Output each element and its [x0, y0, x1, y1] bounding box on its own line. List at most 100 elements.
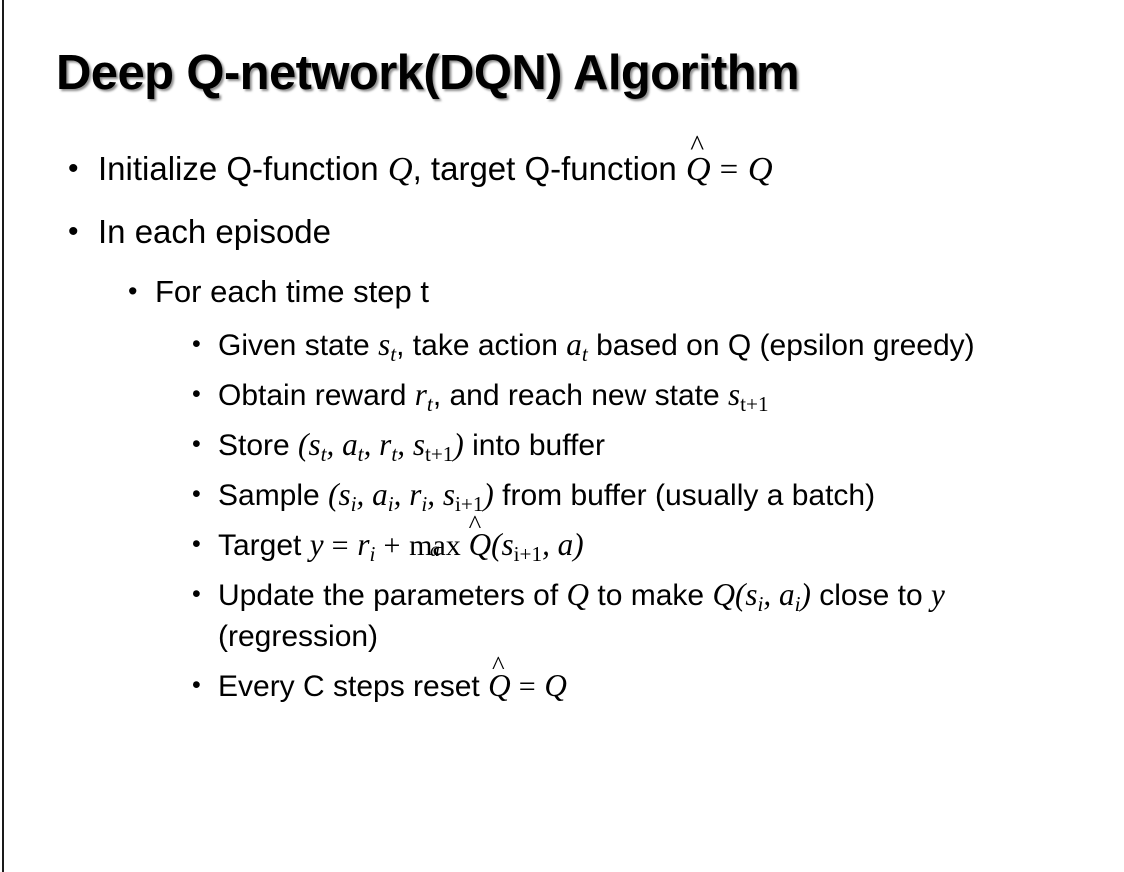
math-subscript-t-plus-1: t+1	[424, 441, 454, 466]
bullet-marker-icon: •	[192, 530, 201, 558]
math-subscript-t: t	[391, 441, 398, 466]
math-var-a: at	[566, 327, 588, 365]
math-var-s-next: si+1	[442, 477, 484, 515]
math-subscript-t: t	[320, 441, 327, 466]
math-var-s: st	[308, 427, 326, 465]
slide-left-edge-rule	[2, 0, 4, 872]
math-paren-open: (	[298, 427, 309, 462]
math-subscript-i: i	[794, 591, 801, 616]
bullet-marker-icon: •	[192, 430, 201, 458]
hat-accent-icon: ^	[468, 508, 482, 539]
text-segment: Given state	[218, 329, 379, 362]
bullet-given-state: • Given state st, take action at based o…	[0, 324, 1124, 366]
math-var-a: at	[342, 427, 364, 465]
text-segment: Sample	[218, 479, 329, 512]
math-var-r-base: r	[414, 377, 427, 412]
math-equals-glyph: =	[719, 152, 739, 188]
math-var-s-next: st+1	[728, 377, 769, 415]
math-var-q: Q	[566, 577, 590, 612]
math-comma: ,	[763, 577, 780, 612]
text-segment: , and reach new state	[432, 379, 728, 412]
text-segment: close to	[810, 579, 931, 612]
math-var-a-base: a	[779, 577, 795, 612]
math-paren-close: )	[453, 427, 464, 462]
text-segment: Initialize Q-function	[98, 150, 388, 187]
math-equals: =	[711, 152, 748, 188]
math-max-subscript-a: a	[429, 539, 440, 562]
bullet-marker-icon: •	[192, 580, 201, 608]
math-var-q-base: Q	[685, 150, 711, 188]
math-var-r-base: r	[409, 477, 422, 512]
math-var-q-hat: ^Q	[685, 132, 711, 192]
bullet-update-parameters: • Update the parameters of Q to make Q(s…	[0, 574, 1124, 657]
math-equals: =	[324, 529, 358, 562]
text-segment: from buffer (usually a batch)	[493, 479, 876, 512]
bullet-update-parameters-text: Update the parameters of Q to make Q(si,…	[218, 574, 1098, 657]
math-plus: +	[375, 529, 409, 562]
text-segment: based on Q (epsilon greedy)	[587, 329, 975, 362]
bullet-initialize-q-function: • Initialize Q-function Q, target Q-func…	[0, 132, 1124, 193]
math-subscript-i-plus-1: i+1	[513, 541, 543, 566]
bullet-given-state-text: Given state st, take action at based on …	[218, 324, 1098, 366]
math-comma: ,	[356, 477, 373, 512]
bullet-obtain-reward: • Obtain reward rt, and reach new state …	[0, 374, 1124, 416]
math-equals-glyph: =	[331, 529, 350, 562]
math-comma: ,	[542, 527, 558, 562]
bullet-marker-icon: •	[192, 380, 201, 408]
math-var-s-base: s	[501, 527, 514, 562]
math-var-q: Q	[544, 668, 567, 703]
math-subscript-t-plus-1: t+1	[740, 391, 769, 416]
math-var-a: ai	[372, 477, 394, 515]
bullet-marker-icon: •	[192, 330, 201, 358]
bullet-every-c-steps-reset: • Every C steps reset ^Q = Q	[0, 651, 1124, 707]
math-subscript-t: t	[357, 441, 364, 466]
math-var-q-base: Q	[468, 527, 492, 562]
math-equals-glyph: =	[518, 670, 537, 703]
text-segment: , take action	[396, 329, 567, 362]
math-var-s-base: s	[338, 477, 351, 512]
math-var-a-base: a	[372, 477, 388, 512]
math-paren-close: )	[800, 577, 811, 612]
math-var-a-base: a	[566, 327, 582, 362]
math-comma: ,	[393, 477, 410, 512]
bullet-sample-batch-text: Sample (si, ai, ri, si+1) from buffer (u…	[218, 474, 1098, 516]
math-var-r: rt	[414, 377, 433, 415]
math-paren-open: (	[734, 577, 746, 612]
math-var-q-base: Q	[488, 668, 511, 703]
bullet-store-transition: • Store (st, at, rt, st+1) into buffer	[0, 424, 1124, 466]
math-subscript-i: i	[757, 591, 764, 616]
math-comma: ,	[326, 427, 343, 462]
bullet-for-each-time-step: • For each time step t	[0, 270, 1124, 313]
text-segment: Every C steps reset	[218, 670, 489, 703]
text-segment: to make	[589, 579, 713, 612]
bullet-marker-icon: •	[68, 152, 79, 185]
math-comma: ,	[363, 427, 380, 462]
bullet-marker-icon: •	[192, 671, 201, 699]
math-max-label: max	[409, 529, 461, 562]
text-segment: Target	[218, 529, 310, 562]
math-subscript-i-plus-1: i+1	[454, 491, 484, 516]
bullet-sample-batch: • Sample (si, ai, ri, si+1) from buffer …	[0, 474, 1124, 516]
bullet-marker-icon: •	[68, 215, 79, 248]
math-var-s-base: s	[442, 477, 455, 512]
math-subscript-i: i	[369, 541, 376, 566]
math-var-s-base: s	[745, 577, 758, 612]
math-var-s-base: s	[308, 427, 321, 462]
math-paren-open: (	[328, 477, 339, 512]
math-var-y: y	[309, 527, 324, 562]
text-segment: , target Q-function	[412, 150, 686, 187]
bullet-initialize-q-function-text: Initialize Q-function Q, target Q-functi…	[98, 132, 1094, 193]
math-subscript-t: t	[426, 391, 433, 416]
math-var-q-2: Q	[712, 577, 735, 612]
math-equals: =	[511, 670, 545, 703]
math-var-s-next: si+1	[501, 527, 542, 565]
bullet-marker-icon: •	[128, 276, 138, 306]
math-subscript-i: i	[421, 491, 428, 516]
math-var-r-base: r	[379, 427, 392, 462]
bullet-in-each-episode-text: In each episode	[98, 213, 332, 250]
math-subscript-i: i	[387, 491, 394, 516]
math-var-r: ri	[357, 527, 375, 565]
page-title: Deep Q-network(DQN) Algorithm	[56, 46, 800, 100]
